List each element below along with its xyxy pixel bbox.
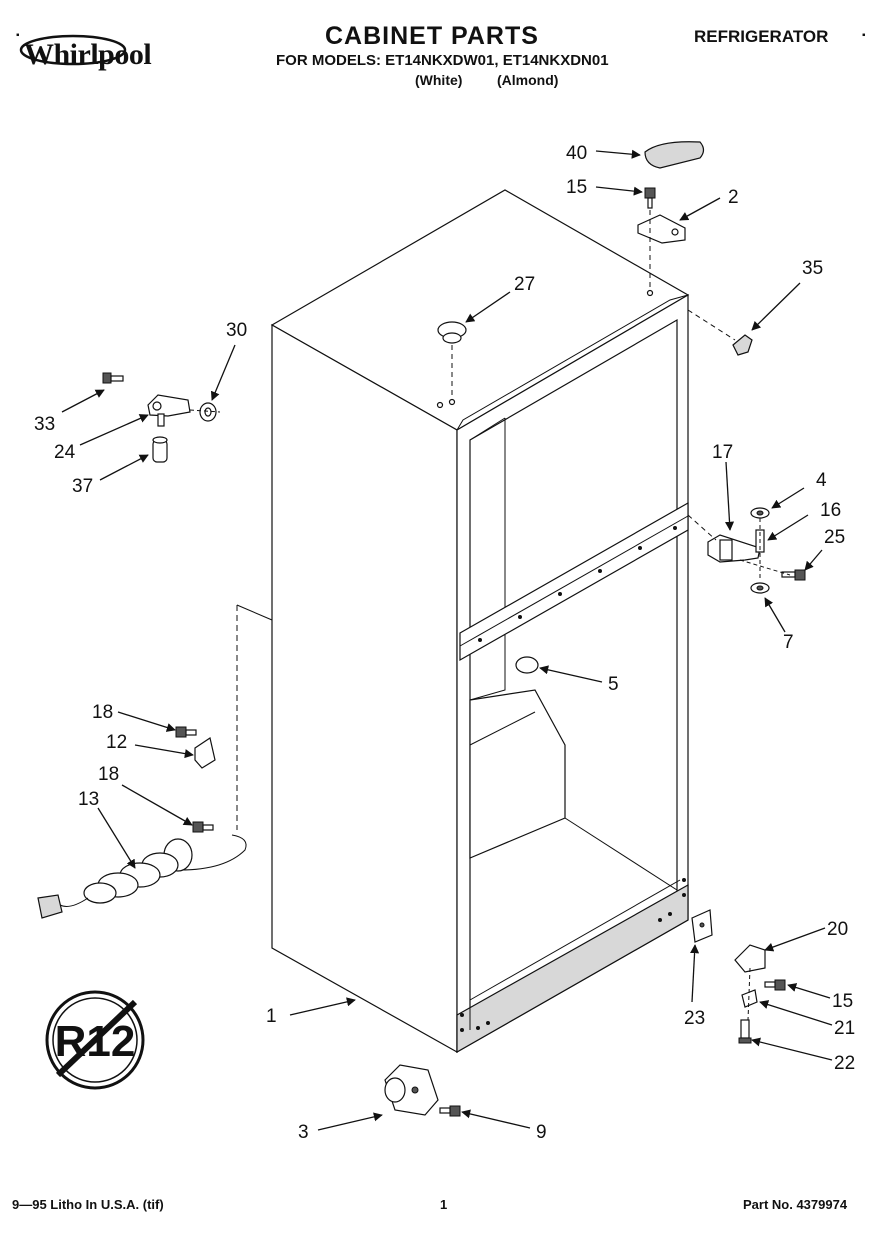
callout-13: 13 xyxy=(78,789,99,810)
footer-page-number: 1 xyxy=(440,1197,448,1212)
callout-40: 40 xyxy=(566,143,587,164)
hinge-cap xyxy=(732,334,753,356)
screw-22 xyxy=(738,1019,752,1044)
screw-33 xyxy=(102,372,124,384)
callout-18: 18 xyxy=(92,702,113,723)
callout-23: 23 xyxy=(684,1008,705,1029)
screw-15b xyxy=(764,979,786,991)
corner-mark-right: ▪ xyxy=(862,30,866,41)
screw-25-guide xyxy=(739,559,791,576)
cabinet-side xyxy=(271,323,458,1054)
mid-hinge-guide xyxy=(687,514,717,541)
screw-18b xyxy=(192,821,214,833)
hinge-cover xyxy=(644,141,705,169)
liner-back-edge xyxy=(469,418,506,701)
hole-plug xyxy=(437,321,467,344)
page-title: CABINET PARTS xyxy=(325,22,539,50)
top-hinge xyxy=(637,214,686,244)
power-cord-13 xyxy=(37,834,247,919)
plug-5 xyxy=(515,656,539,674)
brand-logo xyxy=(19,34,127,66)
bracket-21 xyxy=(741,989,758,1008)
callout-21: 21 xyxy=(834,1018,855,1039)
hinge-cap-guide xyxy=(687,309,736,341)
callout-15: 15 xyxy=(832,991,853,1012)
callout-15: 15 xyxy=(566,177,587,198)
spacer-37 xyxy=(152,436,168,463)
top-bevel xyxy=(456,294,689,431)
roller-3 xyxy=(384,1064,439,1116)
clamp-12 xyxy=(194,737,216,769)
screw-25 xyxy=(781,569,806,581)
callout-37: 37 xyxy=(72,476,93,497)
footer-print-info: 9—95 Litho In U.S.A. (tif) xyxy=(12,1197,164,1212)
callout-12: 12 xyxy=(106,732,127,753)
bracket-24 xyxy=(147,394,191,427)
liner-floor xyxy=(564,817,678,891)
bottom-hinge-guide xyxy=(747,967,751,1021)
callout-27: 27 xyxy=(514,274,535,295)
washer-4 xyxy=(750,507,770,519)
rail-holes xyxy=(478,526,677,642)
washer-7 xyxy=(750,582,770,594)
color-almond-label: (Almond) xyxy=(497,72,559,88)
grommet-30 xyxy=(199,402,217,422)
top-hole-2 xyxy=(436,401,444,409)
top-hinge-screw xyxy=(644,187,656,209)
callout-9: 9 xyxy=(536,1122,547,1143)
mullion-edge xyxy=(459,515,689,647)
callout-16: 16 xyxy=(820,500,841,521)
cord-guide xyxy=(236,604,273,621)
callout-7: 7 xyxy=(783,632,794,653)
frame-holes xyxy=(460,878,686,1032)
grommet-guide xyxy=(189,409,221,413)
callout-30: 30 xyxy=(226,320,247,341)
callout-5: 5 xyxy=(608,674,619,695)
liner-step-edge xyxy=(469,711,536,746)
liner-step xyxy=(469,689,566,859)
base-edge xyxy=(469,879,681,1001)
model-numbers: FOR MODELS: ET14NKXDW01, ET14NKXDN01 xyxy=(276,52,609,69)
logo-swoosh-icon xyxy=(19,34,127,66)
appliance-type: REFRIGERATOR xyxy=(694,27,829,46)
bottom-hinge-20 xyxy=(734,944,766,973)
footer-part-number: Part No. 4379974 xyxy=(743,1197,848,1212)
callout-25: 25 xyxy=(824,527,845,548)
r12-badge: R12 xyxy=(45,990,145,1090)
callout-22: 22 xyxy=(834,1053,855,1074)
cabinet xyxy=(236,189,690,1054)
screw-18a xyxy=(175,726,197,738)
corner-mark-left: ▪ xyxy=(16,30,20,41)
leader-lines xyxy=(61,149,833,1131)
shim-23 xyxy=(691,909,713,943)
color-white-label: (White) xyxy=(415,72,463,88)
callout-4: 4 xyxy=(816,470,827,491)
callout-17: 17 xyxy=(712,442,733,463)
callout-24: 24 xyxy=(54,442,76,463)
callout-20: 20 xyxy=(827,919,848,940)
cabinet-base xyxy=(456,883,689,1054)
callout-18: 18 xyxy=(98,764,119,785)
mid-hinge-17 xyxy=(707,534,761,563)
screw-9 xyxy=(439,1105,461,1117)
callout-35: 35 xyxy=(802,258,823,279)
top-hole-1 xyxy=(448,398,456,406)
brand-name: Whirlpool xyxy=(24,38,152,71)
callout-2: 2 xyxy=(728,187,739,208)
top-hinge-hole xyxy=(646,289,654,297)
callout-labels: 40 15 2 35 27 30 33 24 37 17 4 16 25 7 5… xyxy=(34,143,855,1143)
callout-33: 33 xyxy=(34,414,55,435)
liner-rear-corner xyxy=(469,417,506,441)
callout-1: 1 xyxy=(266,1006,277,1027)
callout-3: 3 xyxy=(298,1122,309,1143)
